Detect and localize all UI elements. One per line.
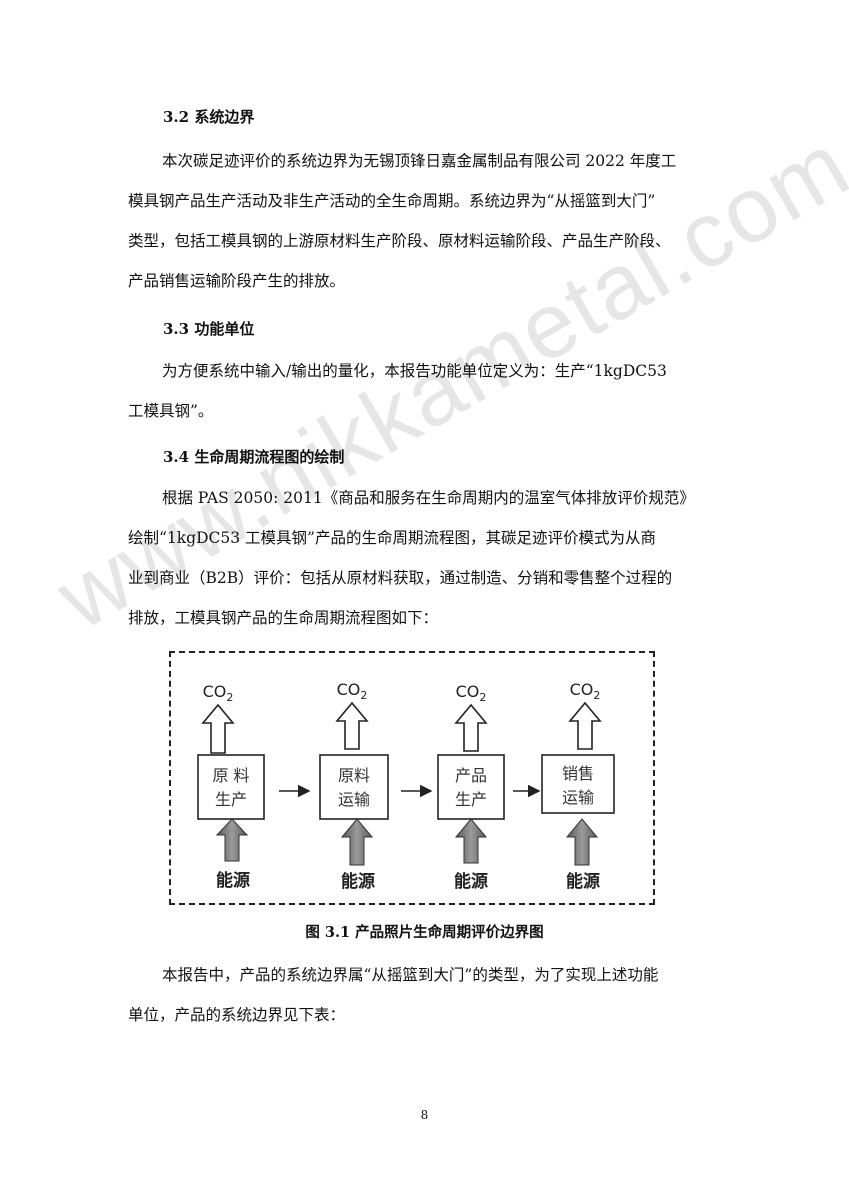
energy-label: 能源: [566, 871, 600, 892]
text-line: 本报告中，产品的系统边界属“从摇篮到大门”的类型，为了实现上述功能: [162, 966, 659, 984]
emission-arrow-icon: [335, 701, 369, 750]
co2-label: CO2: [570, 680, 601, 702]
paragraph-system-boundary: 本次碳足迹评价的系统边界为无锡顶锋日嘉金属制品有限公司 2022 年度工 模具钢…: [128, 141, 722, 301]
stage-raw-material-transport: CO2 原料 运输 能源: [319, 680, 389, 892]
text-line: 排放，工模具钢产品的生命周期流程图如下：: [128, 609, 439, 627]
text-line: 业到商业（B2B）评价：包括从原材料获取，通过制造、分销和零售整个过程的: [128, 569, 673, 587]
section-heading-3-3: 3.3 功能单位: [163, 320, 255, 338]
paragraph-closing: 本报告中，产品的系统边界属“从摇篮到大门”的类型，为了实现上述功能 单位，产品的…: [128, 955, 722, 1035]
energy-input-arrow-icon: [565, 818, 599, 866]
stage-box: [541, 754, 615, 814]
text-line: 产品销售运输阶段产生的排放。: [128, 272, 346, 290]
section-heading-3-2: 3.2 系统边界: [163, 108, 255, 126]
page-number: 8: [420, 1108, 429, 1122]
text-line: 模具钢产品生产活动及非生产活动的全生命周期。系统边界为“从摇篮到大门”: [128, 192, 656, 210]
stage-box: [197, 754, 265, 820]
emission-arrow-icon: [454, 703, 488, 752]
energy-label: 能源: [341, 871, 375, 892]
stage-box: [437, 754, 505, 820]
paragraph-functional-unit: 为方便系统中输入/输出的量化，本报告功能单位定义为：生产“1kgDC53 工模具…: [128, 351, 722, 431]
text-line: 本次碳足迹评价的系统边界为无锡顶锋日嘉金属制品有限公司 2022 年度工: [162, 152, 677, 170]
text-line: 单位，产品的系统边界见下表：: [128, 1006, 346, 1024]
figure-caption: 图 3.1 产品照片生命周期评价边界图: [305, 924, 544, 941]
text-line: 类型，包括工模具钢的上游原材料生产阶段、原材料运输阶段、产品生产阶段、: [128, 232, 671, 250]
emission-arrow-icon: [201, 703, 235, 754]
paragraph-lifecycle-diagram: 根据 PAS 2050: 2011《商品和服务在生命周期内的温室气体排放评价规范…: [128, 478, 722, 638]
stage-label-line1: 原料: [338, 766, 370, 785]
energy-label: 能源: [454, 871, 488, 892]
text-line: 工模具钢”。: [128, 402, 214, 420]
text-line: 绘制“1kgDC53 工模具钢”产品的生命周期流程图，其碳足迹评价模式为从商: [128, 529, 656, 547]
stage-label-line1: 销售: [562, 764, 594, 783]
text-line: 根据 PAS 2050: 2011《商品和服务在生命周期内的温室气体排放评价规范…: [162, 489, 695, 507]
stage-label-line1: 原 料: [212, 766, 249, 785]
energy-label: 能源: [216, 870, 250, 891]
stage-label-line2: 生产: [215, 790, 247, 809]
stage-raw-material-production: CO2 原 料 生产 能源: [197, 682, 265, 891]
co2-label: CO2: [456, 682, 487, 704]
stage-label-line2: 运输: [562, 788, 594, 807]
stage-label-line2: 生产: [455, 790, 487, 809]
stage-sales-transport: CO2 销售 运输 能源: [541, 680, 615, 892]
emission-arrow-icon: [568, 701, 602, 750]
co2-label: CO2: [337, 680, 368, 702]
lifecycle-diagram-svg: CO2 原 料 生产 能源 CO2 原料 运输 能源: [197, 680, 615, 892]
stage-box: [319, 754, 389, 820]
lifecycle-boundary-diagram: CO2 原 料 生产 能源 CO2 原料 运输 能源: [169, 651, 655, 905]
stage-product-production: CO2 产品 生产 能源: [437, 682, 505, 892]
stage-label-line2: 运输: [338, 790, 370, 809]
text-line: 为方便系统中输入/输出的量化，本报告功能单位定义为：生产“1kgDC53: [162, 362, 667, 380]
energy-input-arrow-icon: [340, 818, 374, 866]
stage-label-line1: 产品: [455, 766, 487, 785]
energy-input-arrow-icon: [215, 818, 249, 862]
energy-input-arrow-icon: [454, 818, 488, 864]
section-heading-3-4: 3.4 生命周期流程图的绘制: [163, 448, 345, 466]
co2-label: CO2: [203, 682, 234, 704]
